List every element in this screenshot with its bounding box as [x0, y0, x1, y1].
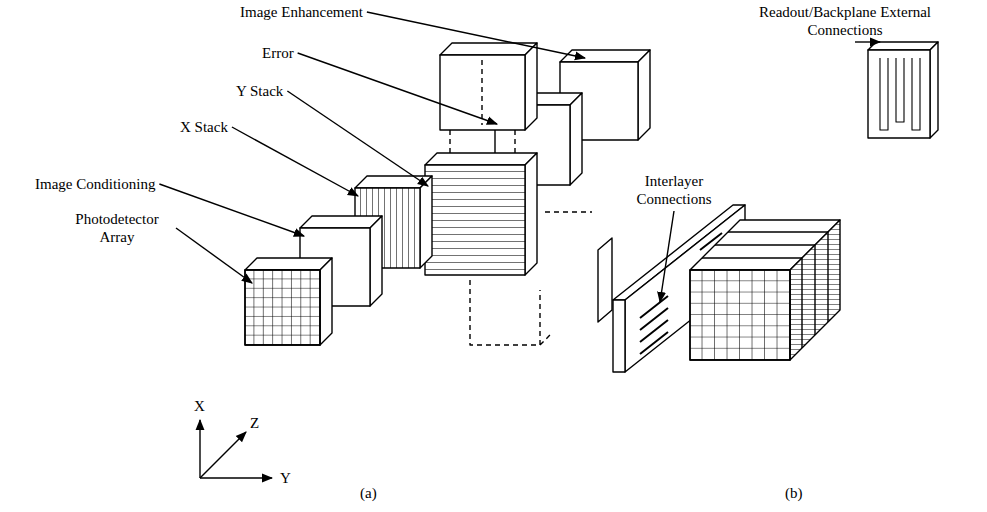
callout-label: X Stack — [180, 118, 228, 136]
leader-arrow — [298, 53, 497, 124]
panel-label: (b) — [785, 484, 803, 502]
leader-arrow — [232, 127, 358, 196]
callout-label: Error — [262, 44, 294, 62]
callout-label: Image Conditioning — [35, 175, 155, 193]
axis-label: Y — [280, 469, 291, 487]
leader-arrow — [287, 91, 428, 186]
leader-arrow — [176, 228, 252, 283]
leader-arrow — [159, 184, 304, 236]
callout-label: Photodetector Array — [62, 210, 172, 246]
leader-arrow — [855, 41, 880, 42]
axis-label: X — [194, 397, 205, 415]
callout-label: Y Stack — [236, 82, 283, 100]
callout-label: Interlayer Connections — [622, 172, 726, 208]
axis-label: Z — [250, 414, 259, 432]
leader-arrow — [367, 12, 585, 58]
callout-label: Readout/Backplane External Connections — [755, 3, 935, 39]
panel-label: (a) — [360, 484, 377, 502]
leader-arrow — [660, 211, 674, 302]
callout-label: Image Enhancement — [240, 3, 363, 21]
